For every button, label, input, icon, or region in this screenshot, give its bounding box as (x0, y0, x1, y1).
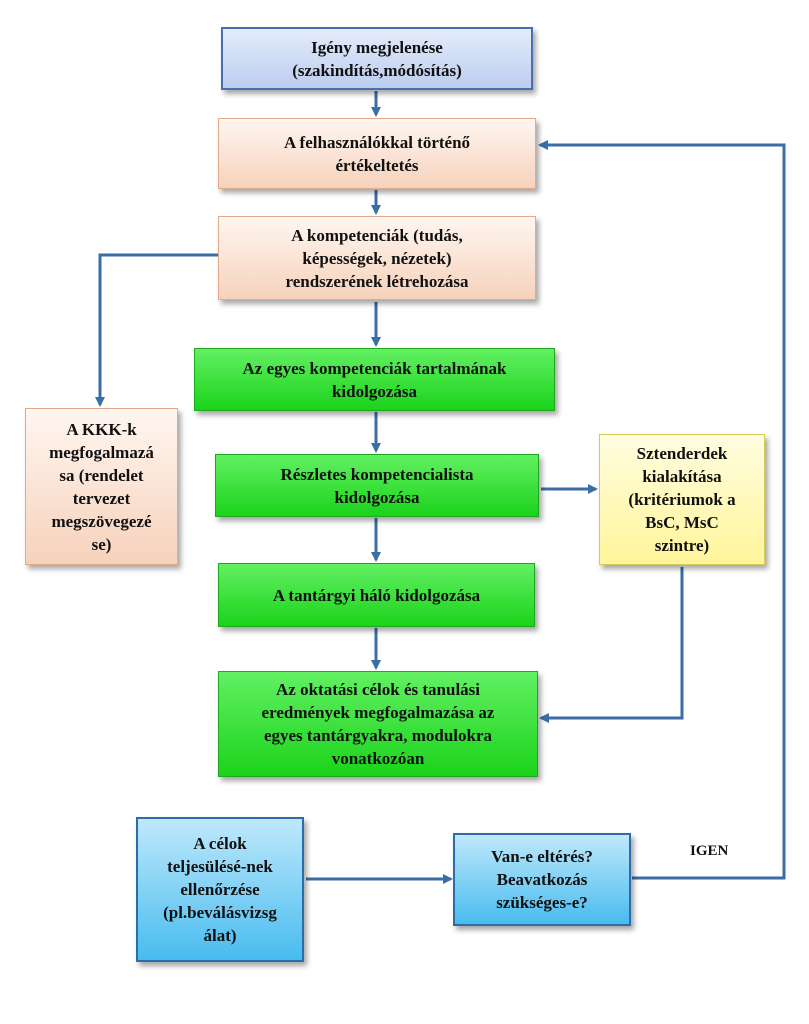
node-learning-outcomes: Az oktatási célok és tanulási eredmények… (218, 671, 538, 777)
arrow-std-n7 (539, 567, 684, 723)
node-standards: Sztenderdek kialakítása (kritériumok a B… (599, 434, 765, 565)
node-goal-verification: A célok teljesülésé-nek ellenőrzése (pl.… (136, 817, 304, 962)
edge-label-igen: IGEN (690, 843, 729, 859)
node-curriculum-network: A tantárgyi háló kidolgozása (218, 563, 535, 627)
node-need-appearance: Igény megjelenése (szakindítás,módósítás… (221, 27, 533, 90)
node-kkk-formulation: A KKK-k megfogalmazá sa (rendelet tervez… (25, 408, 178, 565)
node-competency-system: A kompetenciák (tudás, képességek, nézet… (218, 216, 536, 300)
node-detailed-competency-list: Részletes kompetencialista kidolgozása (215, 454, 539, 517)
node-deviation-decision: Van-e eltérés? Beavatkozás szükséges-e? (453, 833, 631, 926)
node-competency-content: Az egyes kompetenciák tartalmának kidolg… (194, 348, 555, 411)
arrow-n3-kkk (95, 253, 218, 407)
node-user-evaluation: A felhasználókkal történő értékeltetés (218, 118, 536, 189)
arrow-decision-n2-feedback (538, 140, 786, 880)
